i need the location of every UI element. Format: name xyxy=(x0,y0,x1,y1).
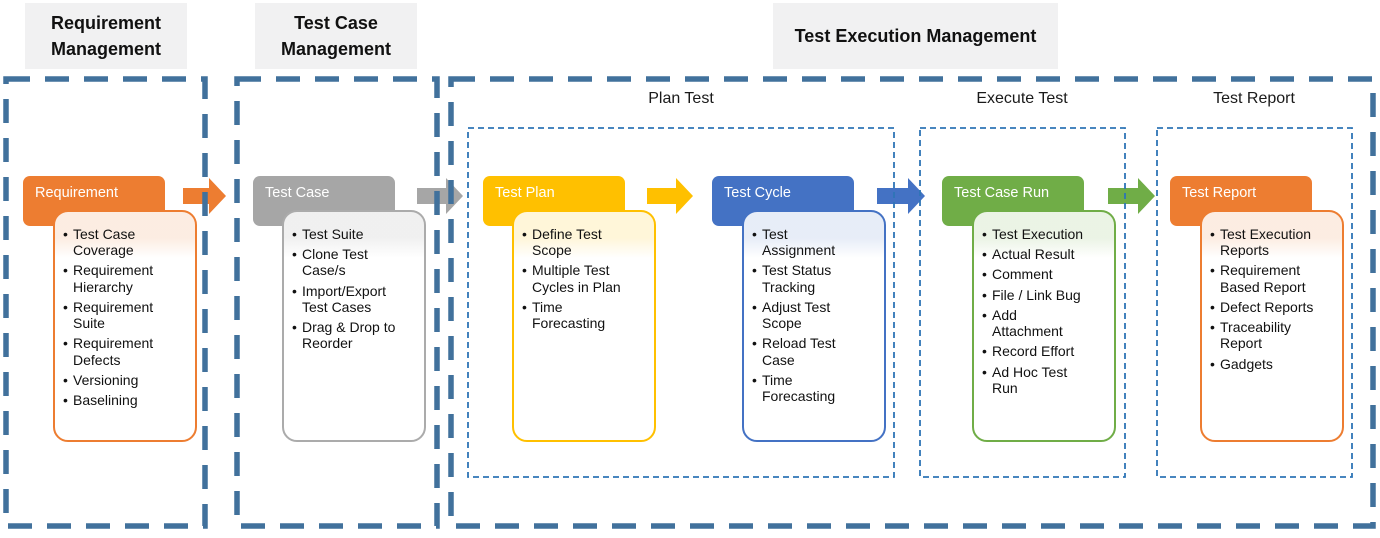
section-label-test-case-management: Test Case Management xyxy=(255,3,417,69)
test-case-run-card-header: Test Case Run xyxy=(942,176,1084,226)
feature-item: Clone Test Case/s xyxy=(292,246,398,278)
feature-item: Traceability Report xyxy=(1210,319,1316,351)
test-plan-card-body: Define Test ScopeMultiple Test Cycles in… xyxy=(512,210,656,442)
feature-item: Define Test Scope xyxy=(522,226,628,258)
feature-item: Reload Test Case xyxy=(752,335,858,367)
test-report-card-header: Test Report xyxy=(1170,176,1312,226)
feature-item: Ad Hoc Test Run xyxy=(982,364,1088,396)
feature-item: Requirement Defects xyxy=(63,335,169,367)
flow-arrow-test-cycle-to-test-case-run xyxy=(877,178,925,214)
section-label-test-execution-management: Test Execution Management xyxy=(773,3,1058,69)
feature-item: Import/Export Test Cases xyxy=(292,283,398,315)
section-label-requirement-management: Requirement Management xyxy=(25,3,187,69)
feature-item: Time Forecasting xyxy=(752,372,858,404)
test-cycle-card-header: Test Cycle xyxy=(712,176,854,226)
feature-item: Actual Result xyxy=(982,246,1088,262)
test-report-feature-list: Test Execution ReportsRequirement Based … xyxy=(1210,226,1316,372)
requirement-card-body: Test Case CoverageRequirement HierarchyR… xyxy=(53,210,197,442)
requirement-feature-list: Test Case CoverageRequirement HierarchyR… xyxy=(63,226,169,409)
requirement-card-header: Requirement xyxy=(23,176,165,226)
plan-test-boundary xyxy=(467,127,895,478)
feature-item: Requirement Suite xyxy=(63,299,169,331)
feature-item: Test Assignment xyxy=(752,226,858,258)
test-report-boundary xyxy=(1156,127,1353,478)
feature-item: Test Execution xyxy=(982,226,1088,242)
feature-item: Record Effort xyxy=(982,343,1088,359)
feature-item: Baselining xyxy=(63,392,169,408)
test-report-card-title: Test Report xyxy=(1182,185,1257,201)
phase-label-execute-test: Execute Test xyxy=(976,90,1068,107)
test-case-run-card-title: Test Case Run xyxy=(954,185,1050,201)
execute-test-boundary xyxy=(919,127,1126,478)
feature-item: Adjust Test Scope xyxy=(752,299,858,331)
feature-item: Test Case Coverage xyxy=(63,226,169,258)
feature-item: Requirement Hierarchy xyxy=(63,262,169,294)
feature-item: Multiple Test Cycles in Plan xyxy=(522,262,628,294)
flow-arrow-test-case-to-test-plan xyxy=(417,178,463,214)
test-report-card-body: Test Execution ReportsRequirement Based … xyxy=(1200,210,1344,442)
test-case-card-title: Test Case xyxy=(265,185,330,201)
test-cycle-card-title: Test Cycle xyxy=(724,185,791,201)
feature-item: Test Status Tracking xyxy=(752,262,858,294)
test-plan-card-title: Test Plan xyxy=(495,185,555,201)
test-execution-management-boundary xyxy=(448,76,1376,529)
feature-item: Gadgets xyxy=(1210,356,1316,372)
test-cycle-card-body: Test AssignmentTest Status TrackingAdjus… xyxy=(742,210,886,442)
test-case-run-feature-list: Test ExecutionActual ResultCommentFile /… xyxy=(982,226,1088,396)
test-case-run-card-body: Test ExecutionActual ResultCommentFile /… xyxy=(972,210,1116,442)
feature-item: Time Forecasting xyxy=(522,299,628,331)
test-case-card-body: Test SuiteClone Test Case/sImport/Export… xyxy=(282,210,426,442)
test-plan-feature-list: Define Test ScopeMultiple Test Cycles in… xyxy=(522,226,628,331)
flow-arrow-test-case-run-to-test-report xyxy=(1108,178,1155,214)
flow-arrow-test-plan-to-test-cycle xyxy=(647,178,693,214)
feature-item: Add Attachment xyxy=(982,307,1088,339)
feature-item: Comment xyxy=(982,266,1088,282)
test-case-management-boundary xyxy=(234,76,440,529)
feature-item: Versioning xyxy=(63,372,169,388)
phase-label-test-report: Test Report xyxy=(1213,90,1295,107)
feature-item: Drag & Drop to Reorder xyxy=(292,319,398,351)
phase-label-plan-test: Plan Test xyxy=(648,90,714,107)
test-case-card-header: Test Case xyxy=(253,176,395,226)
feature-item: Test Suite xyxy=(292,226,398,242)
feature-item: File / Link Bug xyxy=(982,287,1088,303)
test-plan-card-header: Test Plan xyxy=(483,176,625,226)
feature-item: Defect Reports xyxy=(1210,299,1316,315)
requirement-management-boundary xyxy=(3,76,208,529)
test-case-feature-list: Test SuiteClone Test Case/sImport/Export… xyxy=(292,226,398,352)
requirement-card-title: Requirement xyxy=(35,185,119,201)
test-cycle-feature-list: Test AssignmentTest Status TrackingAdjus… xyxy=(752,226,858,404)
feature-item: Test Execution Reports xyxy=(1210,226,1316,258)
feature-item: Requirement Based Report xyxy=(1210,262,1316,294)
